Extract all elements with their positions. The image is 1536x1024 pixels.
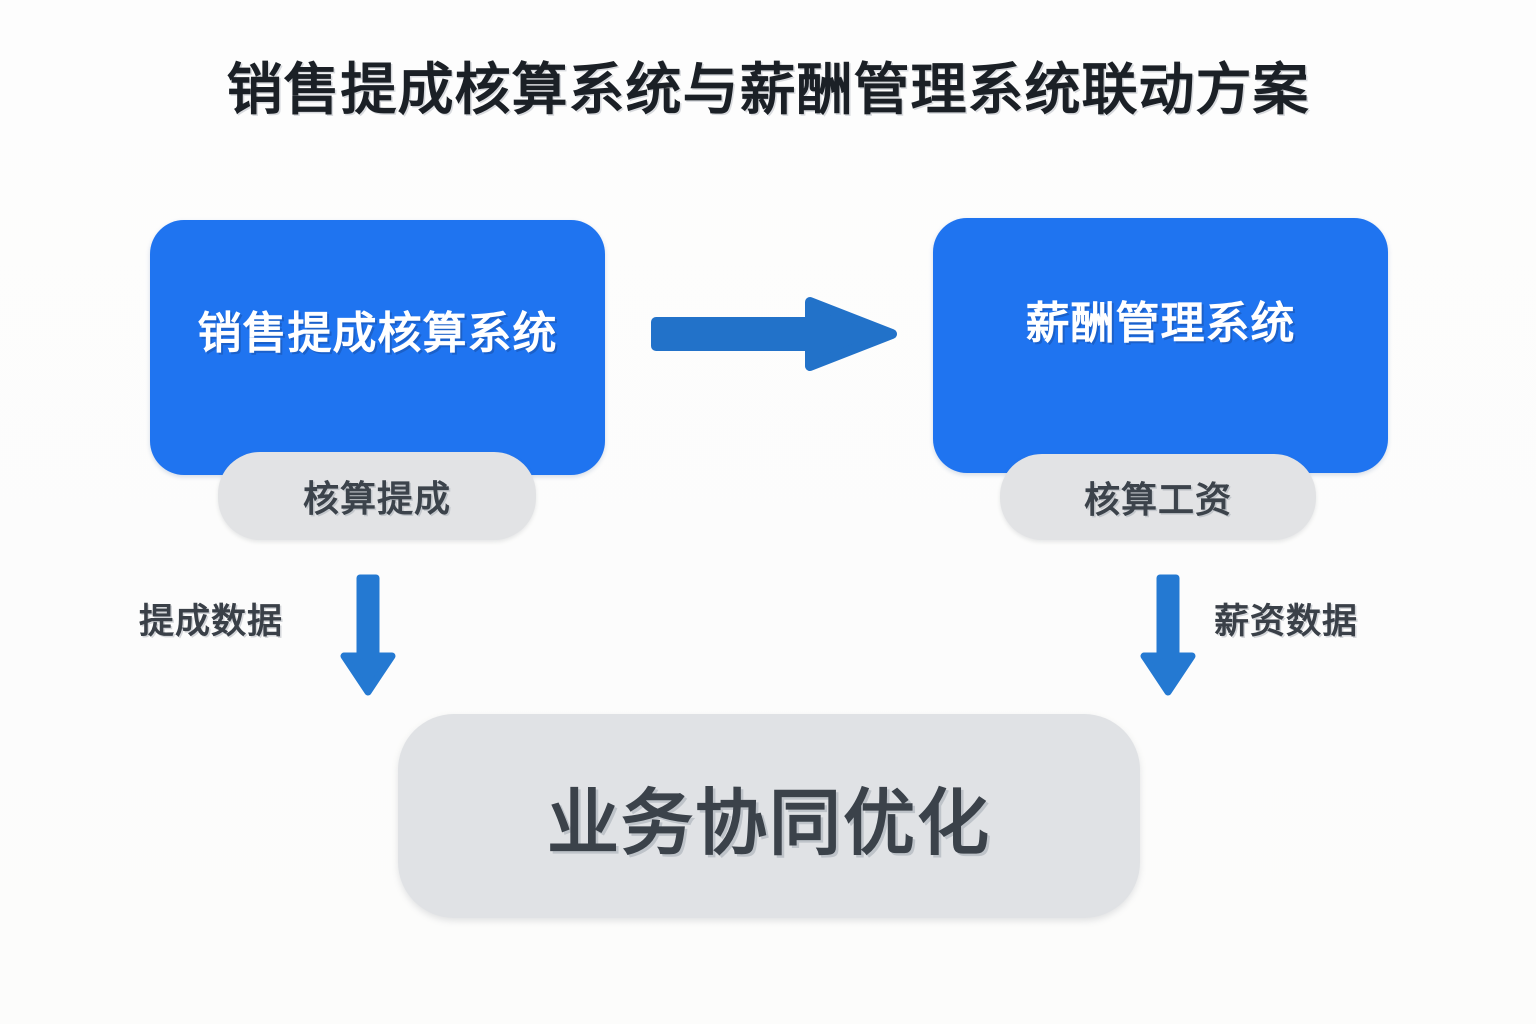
node-sales-commission-system-label: 销售提成核算系统 [197, 308, 558, 358]
arrow-down-icon [1140, 574, 1196, 696]
badge-calculate-commission[interactable]: 核算提成 [218, 452, 536, 540]
badge-calculate-commission-label: 核算提成 [302, 478, 451, 519]
badge-calculate-salary[interactable]: 核算工资 [1000, 454, 1316, 540]
node-payroll-management-system[interactable]: 薪酬管理系统 [933, 218, 1388, 473]
node-payroll-management-system-label: 薪酬管理系统 [1025, 298, 1296, 348]
page-title: 销售提成核算系统与薪酬管理系统联动方案 [226, 58, 1310, 121]
badge-calculate-salary-label: 核算工资 [1083, 479, 1232, 520]
node-business-synergy-optimization[interactable]: 业务协同优化 [398, 714, 1140, 918]
node-business-synergy-optimization-label: 业务协同优化 [546, 783, 991, 864]
arrow-right-icon [651, 297, 897, 371]
edge-label-salary-data: 薪资数据 [1214, 602, 1359, 641]
edge-label-commission-data: 提成数据 [139, 602, 284, 641]
arrow-down-icon [340, 574, 396, 696]
node-sales-commission-system[interactable]: 销售提成核算系统 [150, 220, 605, 475]
